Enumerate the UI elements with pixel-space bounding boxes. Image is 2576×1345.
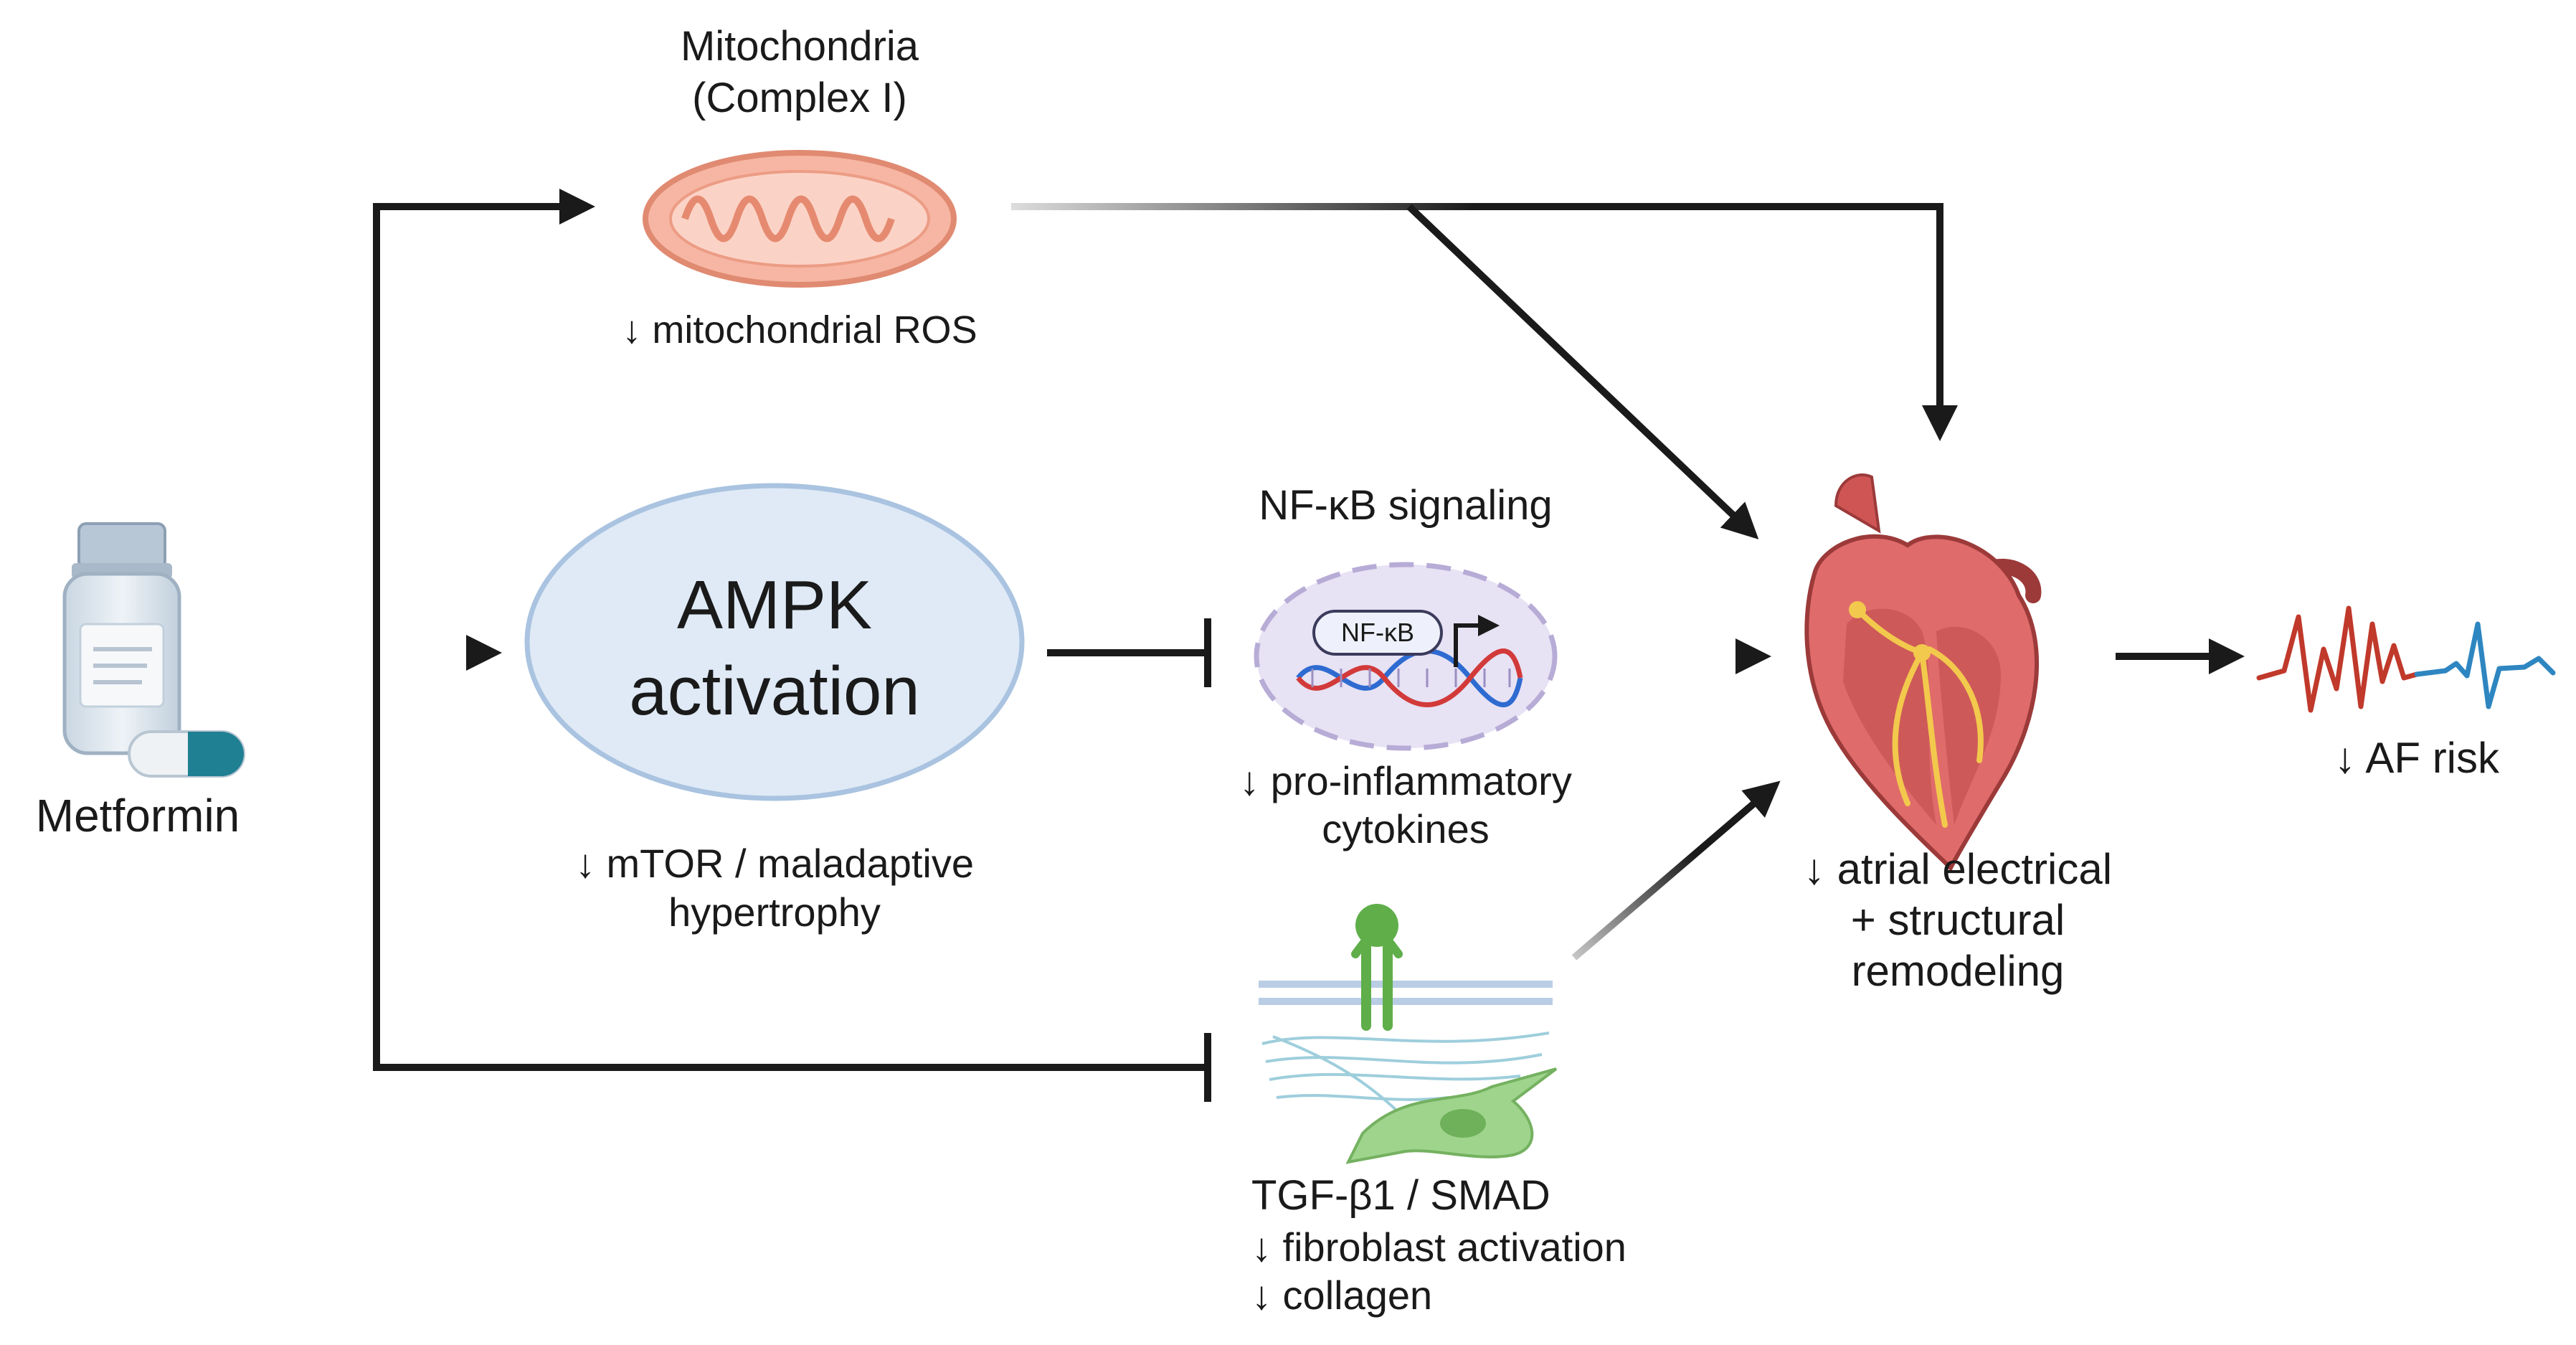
arrow-mitochondria-diagonal-to-heart xyxy=(1406,204,1759,539)
fibroblast-icon xyxy=(1261,1032,1558,1164)
af-risk-label: ↓ AF risk xyxy=(2334,734,2500,782)
nfkb-effect-line1: ↓ pro-inflammatory xyxy=(1239,758,1572,803)
arrow-metformin-to-mitochondria xyxy=(373,189,595,653)
ampk-title-line1: AMPK xyxy=(676,567,873,643)
tgf-effect-line2: ↓ collagen xyxy=(1251,1273,1433,1318)
ecg-trace-icon xyxy=(2256,605,2556,713)
capsule-icon xyxy=(128,730,245,778)
connectors xyxy=(237,189,2245,1102)
nucleus-dna-icon xyxy=(1254,562,1558,751)
receptor-membrane-icon xyxy=(1259,904,1553,1031)
mitochondria-title-line2: (Complex I) xyxy=(692,75,907,121)
ampk-effect-line1: ↓ mTOR / maladaptive xyxy=(574,841,975,886)
nfkb-title: NF-κB signaling xyxy=(1259,482,1553,529)
arrow-tgf-to-heart xyxy=(1571,780,1781,961)
nfkb-effect-line2: cytokines xyxy=(1322,806,1490,851)
nfkb-box-label: NF-κB xyxy=(1341,618,1414,647)
mitochondria-title-line1: Mitochondria xyxy=(680,23,919,70)
heart-effect-line1: ↓ atrial electrical xyxy=(1803,845,2113,893)
heart-effect-line3: remodeling xyxy=(1851,947,2065,995)
metformin-label: Metformin xyxy=(35,790,240,841)
pill-bottle-icon xyxy=(62,522,181,755)
nfkb-box xyxy=(1312,610,1443,656)
tgf-effect-line1: ↓ fibroblast activation xyxy=(1251,1224,1626,1270)
ampk-title-line2: activation xyxy=(629,653,920,730)
arrow-mitochondria-to-heart-top xyxy=(1011,203,1958,441)
heart-icon xyxy=(1804,473,2042,872)
ampk-effect-line2: hypertrophy xyxy=(668,889,881,935)
mitochondria-effect: ↓ mitochondrial ROS xyxy=(622,308,977,351)
ampk-node xyxy=(524,483,1025,801)
mitochondrion-icon xyxy=(643,150,957,288)
inhibit-metformin-to-tgf xyxy=(373,653,1205,1071)
tgf-title: TGF-β1 / SMAD xyxy=(1251,1172,1550,1219)
heart-effect-line2: + structural xyxy=(1850,896,2065,944)
